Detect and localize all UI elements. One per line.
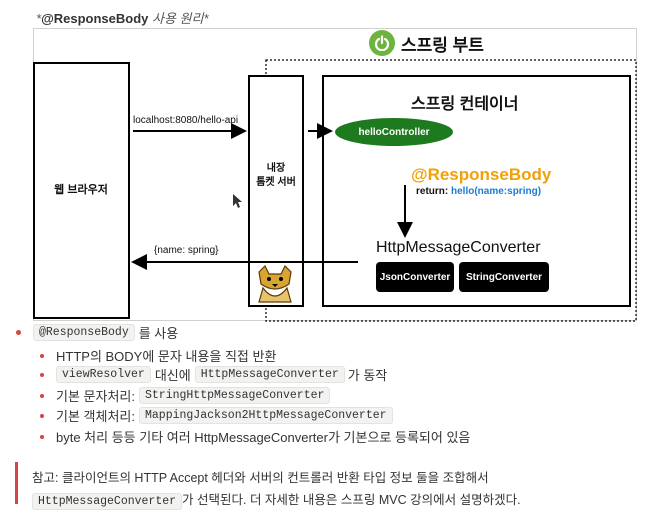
heading-bold: @ResponseBody [41,11,149,26]
section-heading: *@ResponseBody 사용 원리* [36,11,209,26]
json-converter-box: JsonConverter [376,262,454,292]
hello-controller-node: helloController [335,118,453,146]
bullet-item-5-text: byte 처리 등등 기타 여러 HttpMessageConverter가 기… [56,430,471,445]
bullet-item-4-prefix: 기본 객체처리: [56,409,135,424]
note-callout: 참고: 클라이언트의 HTTP Accept 헤더와 서버의 컨트롤러 반환 타… [32,467,521,511]
bullet-item-1: HTTP의 BODY에 문자 내용을 직접 반환 [40,346,276,365]
tomcat-box [248,75,304,307]
note-accent-bar [15,462,18,504]
spring-boot-region [265,59,637,322]
bullet-dot [40,434,44,439]
bullet-item-1-text: HTTP의 BODY에 문자 내용을 직접 반환 [56,349,277,364]
response-body-annotation: @ResponseBody [411,165,552,184]
bullet-main-text: 를 사용 [138,326,179,341]
bullet-dot [16,330,21,335]
heading-rest: 사용 원리 [152,11,204,26]
bullet-item-2-mid: 대신에 [154,368,191,383]
bullet-dot [40,372,44,377]
string-converter-box: StringConverter [459,262,549,292]
bullet-item-2-end: 가 동작 [347,368,388,383]
note-line-1: 참고: 클라이언트의 HTTP Accept 헤더와 서버의 컨트롤러 반환 타… [32,471,489,485]
bullet-item-3-prefix: 기본 문자처리: [56,389,135,404]
spring-power-icon [369,30,395,56]
web-browser-box [33,62,130,319]
tomcat-label: 내장 톰켓 서버 [249,162,303,190]
request-url-label: localhost:8080/hello-api [133,115,239,126]
bullet-item-2: viewResolver 대신에 HttpMessageConverter 가 … [40,365,387,384]
tomcat-icon [258,264,292,303]
bullet-dot [40,353,44,358]
code-http-message-converter: HttpMessageConverter [194,366,345,383]
spring-boot-label: 스프링 부트 [401,35,484,55]
bullet-main: @ResponseBody 를 사용 [16,323,178,342]
code-view-resolver: viewResolver [56,366,151,383]
bullet-dot [40,413,44,418]
http-message-converter-label: HttpMessageConverter [376,239,541,256]
bullet-item-4: 기본 객체처리: MappingJackson2HttpMessageConve… [40,406,393,425]
return-label: return: hello(name:spring) [416,186,541,197]
code-jackson-converter: MappingJackson2HttpMessageConverter [138,407,393,424]
note-code: HttpMessageConverter [32,493,183,510]
bullet-item-3: 기본 문자처리: StringHttpMessageConverter [40,386,331,405]
bullet-item-5: byte 처리 등등 기타 여러 HttpMessageConverter가 기… [40,427,470,446]
response-body-label: {name: spring} [154,245,219,256]
code-string-converter: StringHttpMessageConverter [138,387,331,404]
return-call: hello(name:spring) [451,186,542,197]
return-prefix: return: [416,186,449,197]
tomcat-label-line2: 톰켓 서버 [256,177,296,188]
spring-container-label: 스프링 컨테이너 [411,96,519,113]
note-line-2-rest: 가 선택된다. 더 자세한 내용은 스프링 MVC 강의에서 설명하겠다. [182,493,521,507]
architecture-diagram: 스프링 부트 웹 브라우저 localhost:8080/hello-api 내… [33,26,637,322]
tomcat-label-line1: 내장 [266,163,286,174]
spring-boot-title: 스프링 부트 [369,30,484,56]
code-response-body: @ResponseBody [33,324,135,341]
mouse-cursor-icon [233,194,242,208]
bullet-dot [40,393,44,398]
web-browser-label: 웹 브라우저 [54,184,108,196]
